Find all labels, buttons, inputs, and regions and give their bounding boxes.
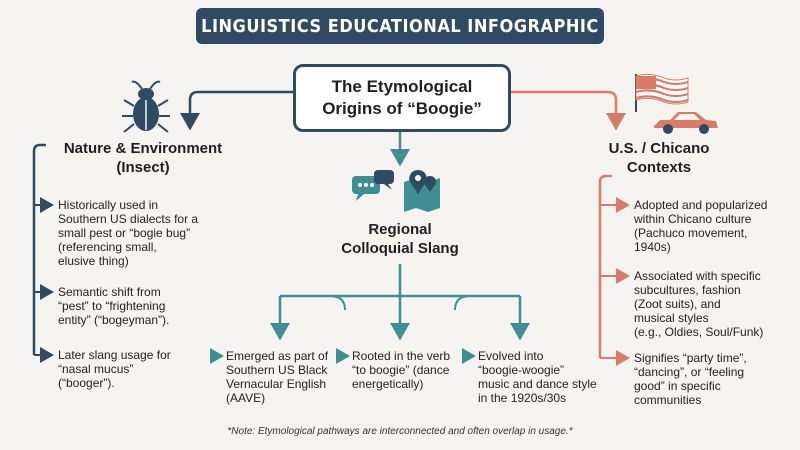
text-line: Southern US Black bbox=[226, 363, 328, 377]
text-line: (e.g., Oldies, Soul/Funk) bbox=[634, 325, 764, 339]
us-flag-icon bbox=[635, 73, 689, 112]
central-topic-line1: The Etymological bbox=[331, 77, 473, 96]
text-line: entity” (“bogeyman”). bbox=[58, 313, 170, 327]
text-line: “nasal mucus” bbox=[58, 362, 134, 376]
right-item-2: Associated with specific subcultures, fa… bbox=[634, 269, 794, 339]
text-line: musical styles bbox=[634, 311, 709, 325]
text-line: subcultures, fashion bbox=[634, 283, 741, 297]
right-bracket bbox=[598, 174, 612, 358]
left-item-2: Semantic shift from “pest” to “frighteni… bbox=[58, 285, 208, 327]
text-line: (Pachuco movement, bbox=[634, 226, 748, 240]
text-line: Later slang usage for bbox=[58, 348, 171, 362]
footnote: *Note: Etymological pathways are interco… bbox=[227, 426, 573, 437]
map-pin-icon bbox=[404, 170, 440, 212]
right-title-line1: U.S. / Chicano bbox=[608, 140, 710, 157]
middle-item-2: Rooted in the verb “to boogie” (dance en… bbox=[352, 349, 464, 391]
left-branch-title: Nature & Environment (Insect) bbox=[48, 139, 238, 177]
left-title-line2: (Insect) bbox=[116, 159, 170, 176]
text-line: Vernacular English bbox=[226, 377, 327, 391]
text-line: “boogie-woogie” bbox=[478, 363, 565, 377]
text-line: Signifies “party time”, bbox=[634, 351, 747, 365]
left-title-line1: Nature & Environment bbox=[63, 140, 223, 157]
middle-item-1: Emerged as part of Southern US Black Ver… bbox=[226, 349, 338, 405]
central-topic-box: The Etymological Origins of “Boogie” bbox=[293, 64, 511, 132]
right-item-3: Signifies “party time”, “dancing”, or “f… bbox=[634, 351, 794, 407]
text-line: Historically used in bbox=[58, 198, 159, 212]
text-line: “pest” to “frightening bbox=[58, 299, 166, 313]
text-line: Adopted and popularized bbox=[634, 198, 768, 212]
left-bracket bbox=[32, 143, 46, 355]
text-line: (AAVE) bbox=[226, 391, 266, 405]
text-line: Semantic shift from bbox=[58, 285, 161, 299]
text-line: 1940s) bbox=[634, 240, 671, 254]
central-topic-line2: Origins of “Boogie” bbox=[322, 99, 482, 118]
left-item-1: Historically used in Southern US dialect… bbox=[58, 198, 208, 268]
text-line: (referencing small, bbox=[58, 240, 157, 254]
text-line: in the 1920s/30s bbox=[478, 391, 567, 405]
text-line: music and dance style bbox=[478, 377, 597, 391]
text-line: “dancing”, or “feeling bbox=[634, 365, 745, 379]
text-line: communities bbox=[634, 393, 702, 407]
middle-title-line2: Colloquial Slang bbox=[341, 240, 459, 257]
banner-title: LINGUISTICS EDUCATIONAL INFOGRAPHIC bbox=[196, 8, 604, 44]
middle-branch-title: Regional Colloquial Slang bbox=[310, 220, 490, 258]
connector-left bbox=[180, 90, 296, 131]
left-item-3: Later slang usage for “nasal mucus” (“bo… bbox=[58, 348, 208, 390]
text-line: small pest or “bogie bug” bbox=[58, 226, 191, 240]
middle-title-line1: Regional bbox=[368, 221, 432, 238]
chat-bubbles-icon bbox=[352, 170, 394, 201]
lowrider-car-icon bbox=[654, 112, 718, 134]
text-line: Emerged as part of bbox=[226, 349, 329, 363]
text-line: Southern US dialects for a bbox=[58, 212, 199, 226]
connector-right bbox=[508, 90, 626, 131]
text-line: energetically) bbox=[352, 377, 424, 391]
right-item-1: Adopted and popularized within Chicano c… bbox=[634, 198, 794, 254]
text-line: Evolved into bbox=[478, 349, 544, 363]
text-line: good” in specific bbox=[634, 379, 721, 393]
right-branch-title: U.S. / Chicano Contexts bbox=[584, 139, 734, 177]
text-line: within Chicano culture bbox=[634, 212, 752, 226]
text-line: elusive thing) bbox=[58, 254, 129, 268]
middle-item-3: Evolved into “boogie-woogie” music and d… bbox=[478, 349, 600, 405]
text-line: Rooted in the verb bbox=[352, 349, 451, 363]
text-line: “to boogie” (dance bbox=[352, 363, 450, 377]
text-line: (Zoot suits), and bbox=[634, 297, 721, 311]
text-line: (“booger”). bbox=[58, 376, 115, 390]
beetle-icon bbox=[122, 80, 170, 133]
text-line: Associated with specific bbox=[634, 269, 761, 283]
right-title-line2: Contexts bbox=[626, 159, 692, 176]
